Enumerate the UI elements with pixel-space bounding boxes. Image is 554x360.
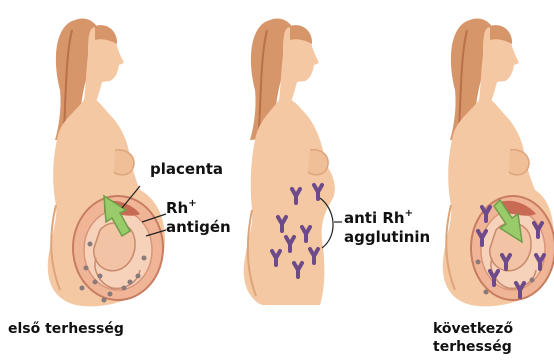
figure-antibodies xyxy=(244,19,342,305)
label-antigen: antigén xyxy=(166,218,231,237)
figure-next-pregnancy xyxy=(443,19,554,307)
label-anti-rh-text: anti Rh xyxy=(344,209,405,227)
label-anti-rh-sup: + xyxy=(405,208,413,219)
label-placenta: placenta xyxy=(150,160,223,179)
figure-first-pregnancy xyxy=(48,19,166,307)
label-rh-antigen: Rh+ xyxy=(166,199,197,218)
label-rh: Rh xyxy=(166,199,188,217)
label-rh-sup: + xyxy=(188,198,196,209)
caption-first-pregnancy: első terhesség xyxy=(8,321,124,338)
label-anti-rh: anti Rh+ xyxy=(344,209,413,228)
caption-next-pregnancy-line2: terhesség xyxy=(433,339,512,356)
label-agglutinin: agglutinin xyxy=(344,228,430,247)
caption-next-pregnancy-line1: következő xyxy=(433,321,513,338)
